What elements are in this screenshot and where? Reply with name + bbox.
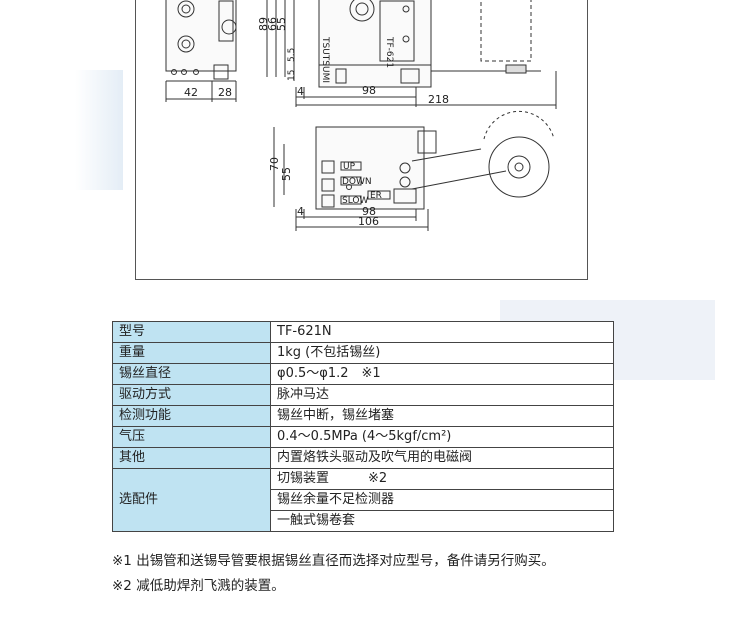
table-row: 其他 内置烙铁头驱动及吹气用的电磁阀 — [112, 447, 614, 469]
dim-98-front: 98 — [362, 205, 376, 218]
spec-label: 气压 — [112, 426, 271, 448]
footnotes: ※1 出锡管和送锡导管要根据锡丝直径而选择对应型号，备件请另行购买。 ※2 减低… — [112, 549, 555, 599]
option-item: 切锡装置 ※2 — [270, 468, 614, 490]
main-unit-top — [318, 0, 541, 88]
label-up: UP — [343, 162, 356, 172]
table-row: 驱动方式 脉冲马达 — [112, 384, 614, 406]
spec-table: 型号 TF-621N 重量 1kg (不包括锡丝) 锡丝直径 φ0.5～φ1.2… — [112, 321, 614, 532]
spec-value: 脉冲马达 — [270, 384, 614, 406]
dim-15: 15 — [287, 70, 297, 81]
table-row: 一触式锡卷套 — [113, 510, 614, 532]
dim-106: 106 — [358, 215, 379, 228]
dim-98-top: 98 — [362, 84, 376, 97]
spec-label: 型号 — [112, 321, 271, 343]
dim-55: 55 — [275, 17, 288, 31]
label-model: TF-621 — [384, 36, 394, 68]
spec-value: 0.4～0.5MPa (4～5kgf/cm²) — [270, 426, 614, 448]
dim-89: 89 — [257, 17, 270, 31]
label-slow: SLOW — [342, 196, 368, 206]
spec-value: φ0.5～φ1.2 ※1 — [270, 363, 614, 385]
spec-value: TF-621N — [270, 321, 614, 343]
options-label: 选配件 — [112, 468, 271, 532]
option-item: 一触式锡卷套 — [270, 510, 614, 532]
table-row: 锡丝直径 φ0.5～φ1.2 ※1 — [112, 363, 614, 385]
technical-drawing: 42 28 89 66 55 5.5 15 TSUTSUMI — [135, 0, 588, 280]
dim-42: 42 — [184, 86, 198, 99]
table-row: 气压 0.4～0.5MPa (4～5kgf/cm²) — [112, 426, 614, 448]
dim-5-5: 5.5 — [287, 48, 297, 62]
table-row: 选配件 切锡装置 ※2 — [112, 468, 614, 532]
spec-label: 其他 — [112, 447, 271, 469]
dim-66: 66 — [266, 17, 279, 31]
dim-218: 218 — [428, 93, 449, 106]
dim-4-front: 4 — [297, 205, 304, 218]
spec-label: 重量 — [112, 342, 271, 364]
spec-value: 1kg (不包括锡丝) — [270, 342, 614, 364]
table-row: 检测功能 锡丝中断，锡丝堵塞 — [112, 405, 614, 427]
table-row: 重量 1kg (不包括锡丝) — [112, 342, 614, 364]
background-decor-left — [75, 70, 123, 190]
main-unit-front — [315, 110, 555, 210]
spec-value: 内置烙铁头驱动及吹气用的电磁阀 — [270, 447, 614, 469]
dim-55-front: 55 — [280, 167, 293, 181]
dim-4-top: 4 — [297, 85, 304, 98]
spec-value: 锡丝中断，锡丝堵塞 — [270, 405, 614, 427]
option-item: 锡丝余量不足检测器 — [270, 489, 614, 511]
spec-label: 驱动方式 — [112, 384, 271, 406]
footnote-2: ※2 减低助焊剂飞溅的装置。 — [112, 578, 285, 594]
spec-label: 检测功能 — [112, 405, 271, 427]
drawing-svg: 42 28 89 66 55 5.5 15 TSUTSUMI — [165, 0, 557, 231]
footnote-1: ※1 出锡管和送锡导管要根据锡丝直径而选择对应型号，备件请另行购买。 — [112, 553, 555, 569]
table-row: 型号 TF-621N — [112, 321, 614, 343]
label-down: DOWN — [342, 177, 372, 187]
label-brand: TSUTSUMI — [320, 36, 330, 83]
spec-label: 锡丝直径 — [112, 363, 271, 385]
label-er: ER — [370, 191, 382, 201]
dim-28: 28 — [218, 86, 232, 99]
side-view — [165, 0, 237, 102]
table-row: 锡丝余量不足检测器 — [113, 489, 614, 511]
dim-70: 70 — [268, 157, 281, 171]
